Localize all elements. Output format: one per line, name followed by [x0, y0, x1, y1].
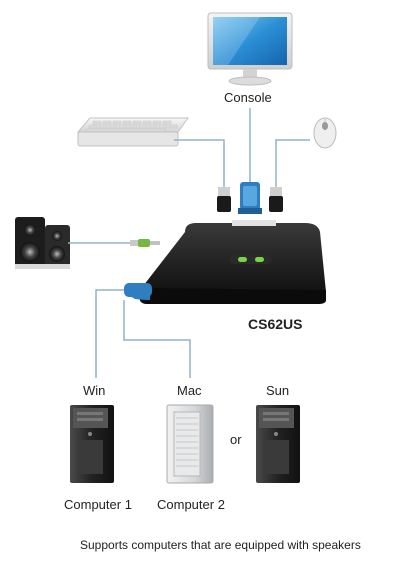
win-label: Win [83, 383, 106, 398]
usb-plug-mouse-icon [269, 187, 283, 212]
sun-label: Sun [266, 383, 290, 398]
vga-plug-icon [238, 182, 262, 214]
audio-jack-icon [130, 239, 160, 247]
kvm-switch-icon [124, 220, 326, 304]
keyboard-icon [76, 117, 189, 147]
speakers-icon [15, 217, 70, 269]
caption: Supports computers that are equipped wit… [80, 538, 361, 552]
cables [68, 108, 310, 378]
computer-2-label: Computer 2 [157, 497, 225, 512]
usb-plug-keyboard-icon [217, 187, 231, 212]
mouse-icon [313, 117, 337, 149]
monitor-icon [207, 12, 293, 86]
console-label: Console [224, 90, 272, 105]
device-model-label: CS62US [248, 316, 303, 332]
or-label: or [230, 432, 242, 447]
computer-1-label: Computer 1 [64, 497, 132, 512]
computer-1-tower-icon [70, 405, 114, 483]
mac-label: Mac [177, 383, 202, 398]
computer-sun-tower-icon [256, 405, 300, 483]
computer-2-tower-icon [166, 404, 214, 484]
